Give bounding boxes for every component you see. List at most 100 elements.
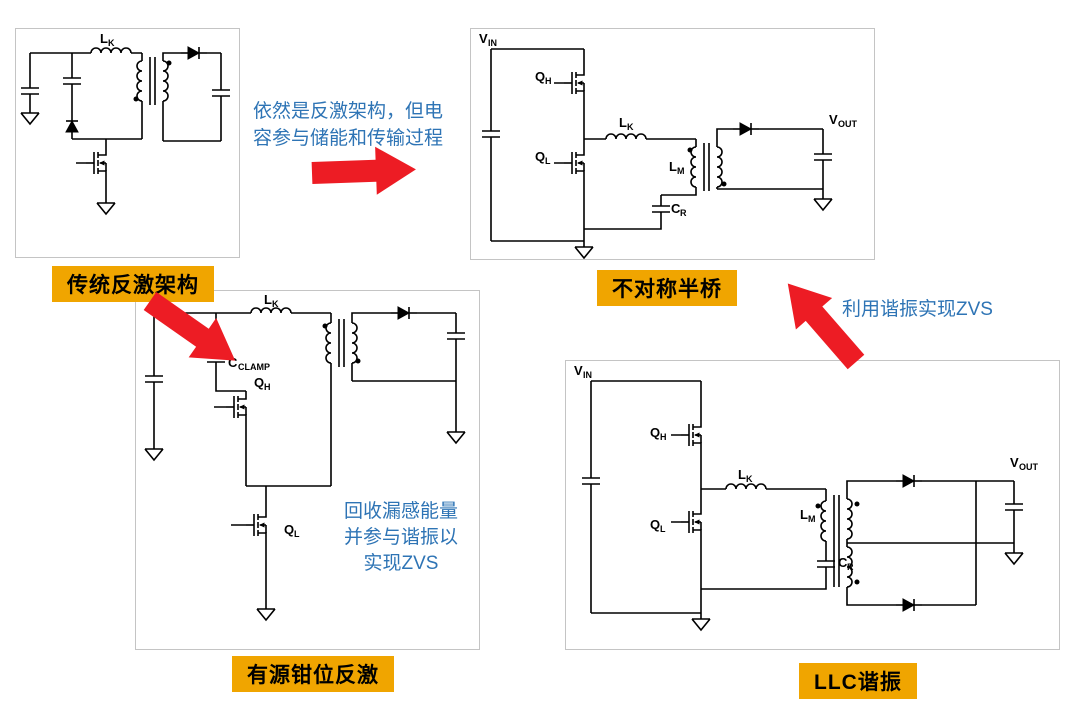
polarity-dot [854, 501, 860, 507]
polarity-dot [687, 147, 693, 153]
input-capacitor [144, 366, 164, 392]
label-vin-sub: IN [583, 370, 592, 380]
input-capacitor [481, 121, 501, 147]
ground-icon [144, 442, 164, 461]
polarity-dot [166, 60, 172, 66]
polarity-dot [721, 181, 727, 187]
active-clamp-flyback-schematic: L K C CLAMP Q H Q L [135, 290, 480, 650]
high-side-mosfet [563, 66, 585, 100]
output-diode [180, 46, 208, 60]
ground-icon [813, 192, 833, 211]
label-lk-sub: K [272, 299, 279, 309]
low-side-mosfet [563, 146, 585, 180]
label-qh: Q [535, 69, 545, 84]
label-qh: Q [254, 375, 264, 390]
output-diode [390, 306, 418, 320]
primary-winding [325, 322, 332, 364]
caption-traditional-flyback: 传统反激架构 [52, 266, 214, 302]
label-lm-sub: M [808, 514, 816, 524]
clamp-mosfet [225, 390, 247, 424]
polarity-dot [815, 503, 821, 509]
annotation-llc-to-ahb: 利用谐振实现ZVS [842, 299, 993, 320]
annotation-line: 并参与谐振以 [343, 527, 458, 548]
transformer-core [833, 495, 840, 587]
label-lk: L [264, 292, 272, 307]
label-lk-sub: K [746, 474, 753, 484]
active-clamp-flyback-svg: L K C CLAMP Q H Q L [144, 292, 466, 621]
label-cr-sub: R [847, 562, 854, 572]
label-cr: C [671, 201, 681, 216]
resonant-capacitor [651, 196, 671, 222]
label-vout-sub: OUT [838, 119, 858, 129]
label-qh-sub: H [545, 76, 552, 86]
label-lk: L [619, 115, 627, 130]
annotation-line: 回收漏感能量 [343, 501, 458, 522]
rectifier-diode-bottom [895, 598, 923, 612]
caption-asymmetric-half-bridge: 不对称半桥 [597, 270, 737, 306]
transformer-core [703, 143, 710, 191]
output-capacitor [1004, 494, 1024, 520]
annotation-line: 容参与储能和传输过程 [253, 128, 444, 149]
polarity-dot [322, 323, 328, 329]
arrow-flyback-to-ahb [311, 145, 417, 197]
primary-winding [820, 500, 827, 542]
label-ql: Q [284, 522, 294, 537]
output-capacitor [813, 144, 833, 170]
lk-inductor [90, 47, 132, 54]
label-ql: Q [650, 517, 660, 532]
resonant-capacitor [816, 551, 836, 577]
clamp-capacitor [206, 346, 226, 372]
caption-llc-resonant: LLC谐振 [799, 663, 917, 699]
ground-icon [446, 425, 466, 444]
label-vout: V [1010, 455, 1019, 470]
label-ql: Q [535, 149, 545, 164]
lk-inductor [725, 483, 767, 490]
clamp-diode [65, 112, 79, 140]
output-diode [732, 122, 760, 136]
traditional-flyback-svg: L K [20, 31, 231, 215]
label-lm: L [800, 507, 808, 522]
polarity-dot [854, 579, 860, 585]
label-lm-sub: M [677, 166, 685, 176]
output-capacitor [211, 80, 231, 106]
input-capacitor [581, 468, 601, 494]
polarity-dot [133, 96, 139, 102]
ground-icon [1004, 546, 1024, 565]
ground-icon [20, 106, 40, 125]
ground-icon [256, 602, 276, 621]
annotation-acf-note: 回收漏感能量 并参与谐振以 实现ZVS [325, 499, 477, 577]
wires [490, 48, 824, 242]
ground-icon [691, 612, 711, 631]
label-cclamp: C [228, 355, 238, 370]
secondary-winding [162, 60, 169, 102]
secondary-winding-top [846, 498, 853, 540]
label-cr-sub: R [680, 208, 687, 218]
label-qh: Q [650, 425, 660, 440]
primary-winding [690, 146, 697, 188]
label-vin: V [574, 363, 583, 378]
output-capacitor [446, 323, 466, 349]
polarity-dot [355, 358, 361, 364]
llc-resonant-svg: V IN Q H Q L L K L M C R V OUT [574, 363, 1039, 631]
label-lk: L [738, 467, 746, 482]
main-switch-mosfet [245, 508, 267, 542]
primary-winding [136, 60, 143, 102]
label-vin: V [479, 31, 488, 46]
label-lm: L [669, 159, 677, 174]
label-cclamp-sub: CLAMP [238, 362, 270, 372]
transformer-core [149, 57, 156, 105]
lk-inductor [250, 307, 292, 314]
main-switch-mosfet [85, 146, 107, 180]
label-qh-sub: H [264, 382, 271, 392]
caption-active-clamp-flyback: 有源钳位反激 [232, 656, 394, 692]
wires [29, 52, 222, 197]
asymmetric-half-bridge-schematic: V IN Q H Q L L K L M C R V OUT [470, 28, 875, 260]
rectifier-diode-top [895, 474, 923, 488]
ground-icon [96, 196, 116, 215]
low-side-mosfet [680, 505, 702, 539]
secondary-winding [716, 146, 723, 188]
label-lk-sub: K [108, 38, 115, 48]
transformer-core [338, 319, 345, 367]
label-vin-sub: IN [488, 38, 497, 48]
wires [590, 380, 1015, 614]
